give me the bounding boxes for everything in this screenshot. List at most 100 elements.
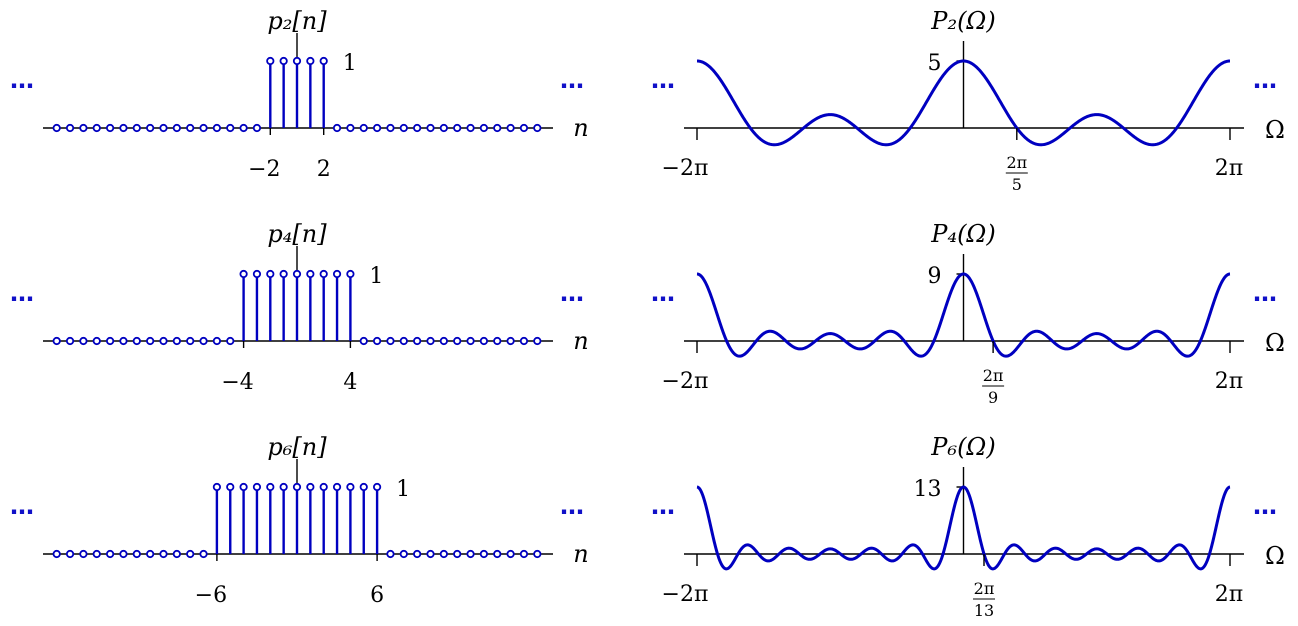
stem-marker [146,123,155,133]
stem-marker [479,123,488,133]
sequence-ellipsis-right: ⋯ [560,285,584,313]
sequence-axis-label: n [573,540,588,568]
stem-marker [52,549,61,559]
spectrum-curve [696,59,1231,147]
sequence-height-label: 1 [396,477,410,502]
stem-marker [506,549,515,559]
sequence-tick-label-left: −6 [195,583,227,608]
stem-marker [132,336,141,346]
stem-marker [266,56,275,66]
stem-marker [493,123,502,133]
stem-marker [186,123,195,133]
stem-marker [65,336,75,346]
stem-marker [159,123,168,133]
sequence-height-label: 1 [369,264,383,289]
sequence-ellipsis-left: ⋯ [10,498,34,526]
stem-marker [65,123,75,133]
stem-marker [252,482,262,492]
stem-marker [466,549,475,559]
stem-marker [332,269,342,279]
stem-marker [52,123,61,133]
stem-marker [279,269,288,279]
stem-marker [186,336,195,346]
stem-marker [479,336,488,346]
stem-marker [172,336,181,346]
stem-marker [453,549,462,559]
stem-marker [226,123,235,133]
stem-marker [159,549,168,559]
spectrum-curve [696,485,1231,571]
stem-marker [319,269,328,279]
stem-marker [506,336,515,346]
spectrum-title: P₄(Ω) [930,220,995,248]
sequence-title: p₂[n] [267,7,327,35]
stem-marker [252,123,262,133]
spectrum-ellipsis-right: ⋯ [1253,72,1277,100]
stem-marker [92,123,101,133]
stem-marker [132,123,141,133]
sequence-height-label: 1 [343,51,357,76]
stem-marker [386,336,395,346]
spectrum-zero-label-numerator: 2π [974,579,995,598]
stem-marker [479,549,488,559]
stem-marker [199,336,208,346]
sequence-axis-label: n [573,114,588,142]
stem-marker [426,123,435,133]
stem-marker [332,482,342,492]
stem-marker [399,549,408,559]
spectrum-axis-label: Ω [1265,116,1285,144]
stem-marker [453,123,462,133]
stem-marker [292,482,302,492]
stem-marker [319,482,328,492]
stem-marker [239,123,248,133]
stem-marker [346,482,355,492]
sequence-title: p₄[n] [267,220,327,248]
stem-marker [426,549,435,559]
spectrum-tick-label-right: 2π [1215,582,1243,607]
stem-marker [519,549,529,559]
stem-marker [306,56,315,66]
stem-marker [533,549,542,559]
sequence-tick-label-right: 4 [343,370,357,395]
stem-marker [266,269,275,279]
stem-marker [519,123,529,133]
stem-marker [292,269,302,279]
stem-marker [119,123,128,133]
sequence-tick-label-right: 2 [317,157,331,182]
stem-marker [493,336,502,346]
spectrum-title: P₆(Ω) [930,433,995,461]
spectrum-title: P₂(Ω) [930,7,995,35]
spectrum-tick-label-left: −2π [662,582,709,607]
stem-marker [119,549,128,559]
stem-marker [386,123,395,133]
stem-marker [466,123,475,133]
spectrum-peak-label: 13 [914,477,942,502]
stem-marker [372,336,382,346]
spectrum-zero-label-denominator: 13 [974,601,994,620]
sequence-ellipsis-right: ⋯ [560,72,584,100]
stem-marker [146,549,155,559]
sequence-axis-label: n [573,327,588,355]
sequence-tick-label-right: 6 [370,583,384,608]
stem-marker [226,336,235,346]
stem-marker [186,549,195,559]
sequence-title: p₆[n] [267,433,327,461]
stem-marker [413,549,422,559]
stem-marker [239,269,248,279]
stem-marker [279,56,288,66]
stem-marker [399,123,408,133]
stem-marker [533,336,542,346]
stem-marker [159,336,168,346]
spectrum-curve [696,272,1231,358]
stem-marker [332,123,342,133]
spectrum-ellipsis-right: ⋯ [1253,285,1277,313]
stem-marker [212,123,221,133]
stem-marker [359,336,368,346]
stem-marker [519,336,529,346]
